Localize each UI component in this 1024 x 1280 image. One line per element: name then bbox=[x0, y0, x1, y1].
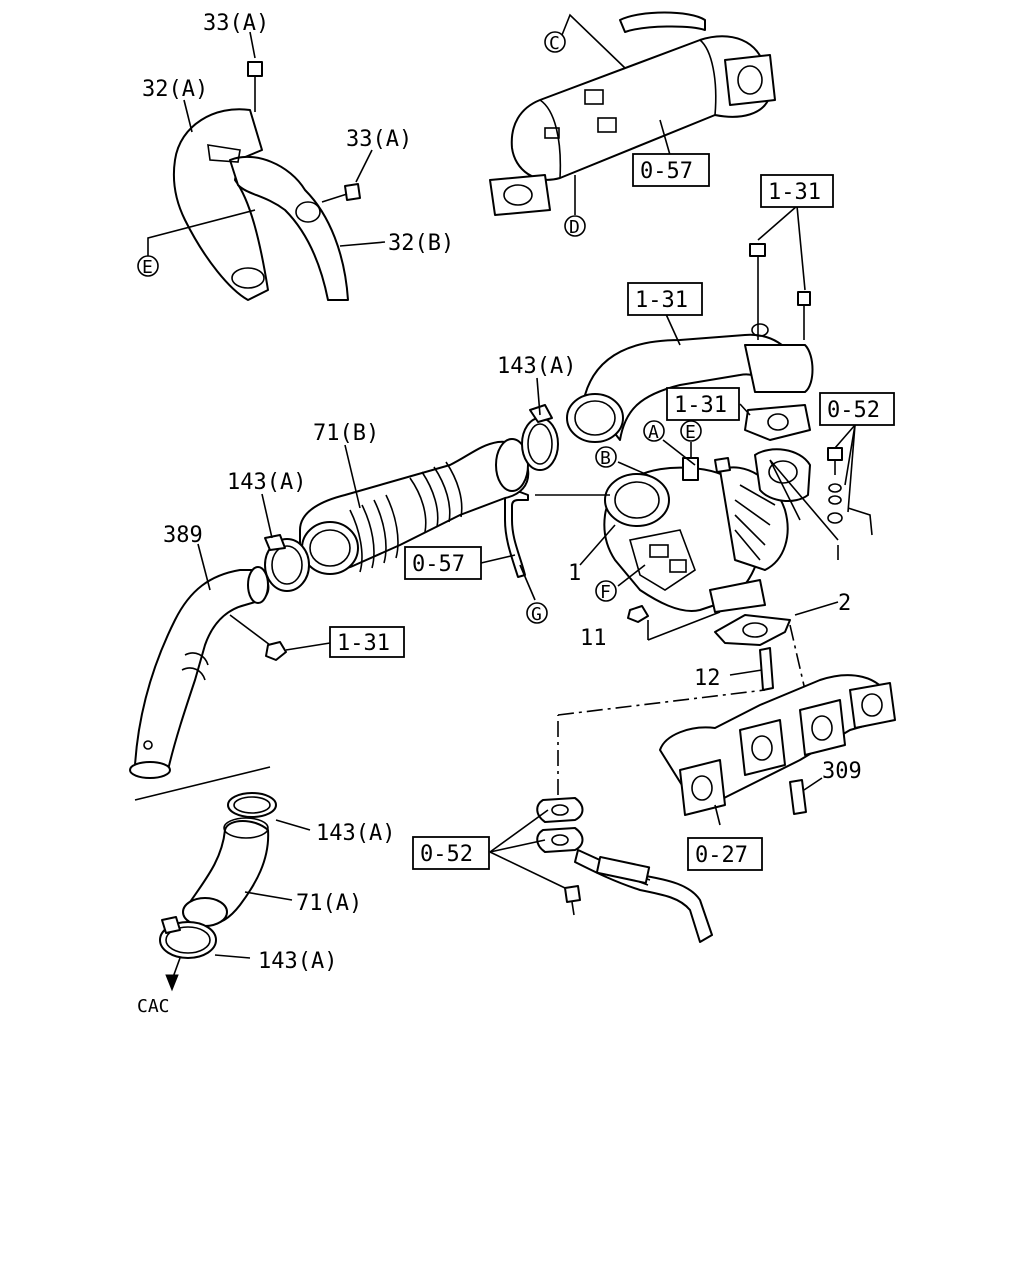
ref-1-31-c: 1-31 bbox=[674, 393, 727, 418]
leader-lines-hose bbox=[261, 377, 541, 539]
ref-0-27: 0-27 bbox=[695, 843, 748, 868]
ref-1-31-a: 1-31 bbox=[768, 180, 821, 205]
leader-lines-egr bbox=[559, 13, 671, 215]
marker-a: A bbox=[648, 422, 659, 443]
label-33a-right: 33(A) bbox=[346, 127, 412, 152]
leader-lines-1-31 bbox=[664, 205, 806, 416]
label-143a-lower2: 143(A) bbox=[258, 949, 337, 974]
egr-pipe-lower bbox=[489, 689, 766, 943]
label-309: 309 bbox=[822, 759, 862, 784]
marker-g: G bbox=[531, 604, 542, 625]
turbine-gasket-group bbox=[627, 601, 839, 691]
marker-e-left: E bbox=[142, 257, 153, 278]
oil-pipe bbox=[504, 490, 536, 601]
reference-boxes: 0-57 1-31 1-31 1-31 0-52 0-57 1-31 0-52 … bbox=[329, 153, 895, 871]
label-11: 11 bbox=[580, 626, 607, 651]
hose-71a bbox=[159, 792, 311, 992]
ref-0-57-top: 0-57 bbox=[640, 159, 693, 184]
label-33a-top: 33(A) bbox=[203, 11, 269, 36]
label-71a: 71(A) bbox=[296, 891, 362, 916]
label-143a-mid: 143(A) bbox=[227, 470, 306, 495]
exhaust-manifold bbox=[659, 674, 896, 826]
egr-cooler bbox=[489, 11, 776, 216]
label-32b: 32(B) bbox=[388, 231, 454, 256]
hose-71b bbox=[264, 404, 559, 592]
ref-0-52-right: 0-52 bbox=[827, 398, 880, 423]
label-1: 1 bbox=[568, 561, 581, 586]
turbocharger bbox=[603, 448, 811, 613]
pipe-389 bbox=[129, 543, 331, 801]
label-389: 389 bbox=[163, 523, 203, 548]
ref-0-52-bottom: 0-52 bbox=[420, 842, 473, 867]
ref-0-57-mid: 0-57 bbox=[412, 552, 465, 577]
label-12: 12 bbox=[694, 666, 721, 691]
circle-markers: C D E A E B F G bbox=[137, 31, 702, 625]
ref-1-31-d: 1-31 bbox=[337, 631, 390, 656]
label-143a-upper: 143(A) bbox=[497, 354, 576, 379]
marker-e-top: E bbox=[685, 422, 696, 443]
bolts-0-52-right bbox=[827, 424, 873, 560]
turbo-outlet-pipe bbox=[566, 243, 814, 443]
marker-d: D bbox=[569, 217, 580, 238]
label-2: 2 bbox=[838, 591, 851, 616]
marker-c: C bbox=[549, 33, 560, 54]
marker-b: B bbox=[600, 448, 611, 469]
part-labels: 33(A) 32(A) 33(A) 32(B) 143(A) 71(B) 143… bbox=[137, 11, 862, 1017]
leader-lines-turbo bbox=[535, 439, 839, 587]
label-143a-lower1: 143(A) bbox=[316, 821, 395, 846]
marker-f: F bbox=[600, 582, 611, 603]
label-cac: CAC bbox=[137, 996, 170, 1017]
label-71b: 71(B) bbox=[313, 421, 379, 446]
heat-shield-group bbox=[172, 61, 361, 301]
leader-lines-shield bbox=[147, 31, 386, 262]
ref-1-31-b: 1-31 bbox=[635, 288, 688, 313]
label-32a: 32(A) bbox=[142, 77, 208, 102]
